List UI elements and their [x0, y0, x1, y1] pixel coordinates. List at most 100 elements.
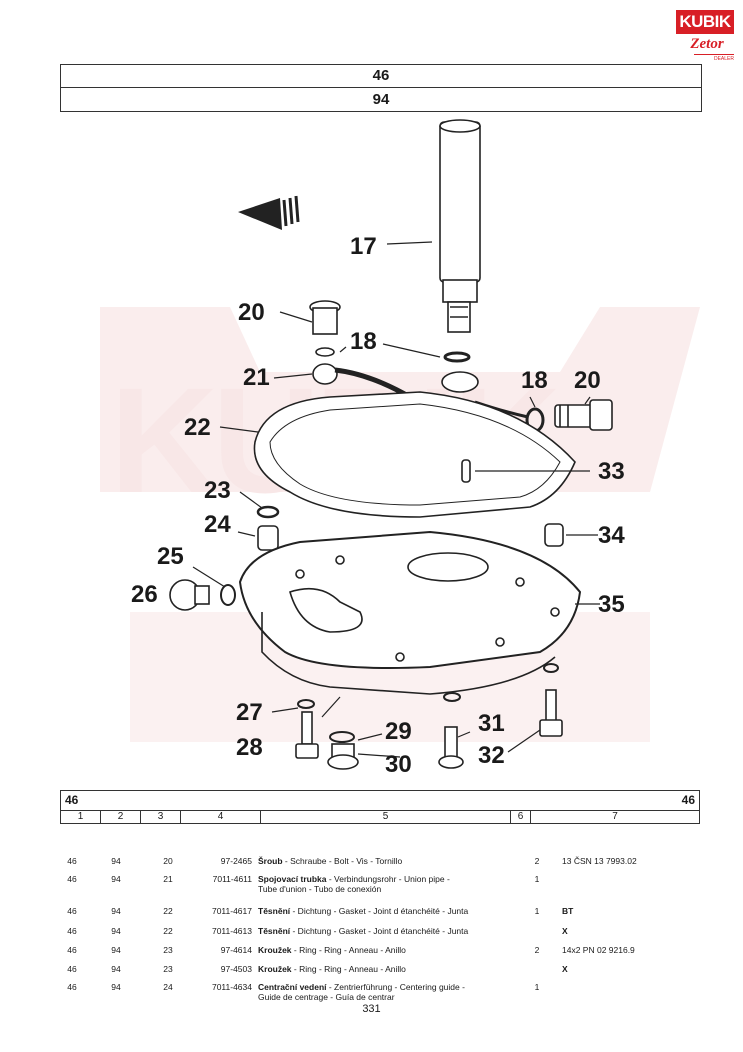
part-translations: - Schraube - Bolt - Vis - Tornillo [282, 856, 403, 866]
cell-position: 23 [163, 964, 173, 974]
note-text: 14x2 PN 02 9216.9 [562, 945, 635, 955]
banjo-bolt-part [554, 399, 613, 431]
column-header: 5 [261, 811, 511, 823]
banjo-bolt-part [309, 300, 341, 357]
part-translations: - Verbindungsrohr - Union pipe - [326, 874, 450, 884]
callout-23: 23 [204, 477, 231, 504]
cell-subgroup: 94 [111, 906, 121, 916]
cell-quantity: 1 [534, 906, 540, 916]
callout-18b: 18 [521, 367, 548, 394]
cell-description: Těsnění - Dichtung - Gasket - Joint d ét… [258, 906, 516, 916]
cell-quantity: 1 [534, 982, 540, 992]
plug-part [327, 743, 359, 770]
cell-part-number: 97-4503 [220, 964, 252, 974]
cell-description: Kroužek - Ring - Ring - Anneau - Anillo [258, 945, 516, 955]
cell-quantity: 1 [534, 874, 540, 884]
cell-subgroup: 94 [111, 945, 121, 955]
callout-22: 22 [184, 414, 211, 441]
part-name: Centrační vedení [258, 982, 327, 992]
cell-position: 24 [163, 982, 173, 992]
cell-quantity: 2 [534, 856, 540, 866]
drain-plug-part [169, 579, 236, 611]
part-translations-cont: Tube d'union - Tubo de conexión [258, 884, 382, 894]
cell-part-number: 97-4614 [220, 945, 252, 955]
direction-arrow-icon [238, 195, 300, 230]
note-text: 13 ČSN 13 7993.02 [562, 856, 637, 866]
cell-part-number: 7011-4613 [211, 926, 252, 936]
callout-27: 27 [236, 699, 263, 726]
cell-note: BT [562, 906, 700, 916]
cell-description: Centrační vedení - Zentrierführung - Cen… [258, 982, 516, 1002]
cell-group: 46 [67, 982, 77, 992]
callout-29: 29 [385, 718, 412, 745]
cell-note: 14x2 PN 02 9216.9 [562, 945, 700, 955]
cell-subgroup: 94 [111, 964, 121, 974]
callout-34: 34 [598, 522, 625, 549]
part-name: Šroub [258, 856, 283, 866]
callout-20b: 20 [574, 367, 601, 394]
callout-30: 30 [385, 751, 412, 778]
part-name: Kroužek [258, 945, 292, 955]
cell-group: 46 [67, 964, 77, 974]
cell-group: 46 [67, 874, 77, 884]
table-group-left: 46 [65, 793, 79, 807]
bolt-part [539, 689, 563, 737]
exploded-parts-diagram: KUBIK [100, 119, 700, 778]
cell-part-number: 7011-4611 [212, 874, 252, 884]
cell-note: 13 ČSN 13 7993.02 [562, 856, 700, 866]
cell-position: 22 [163, 906, 173, 916]
cell-part-number: 7011-4617 [211, 906, 252, 916]
callout-26: 26 [131, 581, 158, 608]
part-translations: - Dichtung - Gasket - Joint d étanchéité… [290, 906, 469, 916]
logo-zetor-text: Zetor [690, 36, 724, 52]
part-name: Těsnění [258, 926, 291, 936]
cell-position: 20 [163, 856, 173, 866]
callout-28: 28 [236, 734, 263, 761]
washer-part [443, 351, 471, 363]
cell-quantity: 2 [534, 945, 540, 955]
column-header: 6 [511, 811, 531, 823]
cell-group: 46 [67, 906, 77, 916]
seal-ring-part [329, 731, 355, 743]
cell-description: Spojovací trubka - Verbindungsrohr - Uni… [258, 874, 516, 894]
cell-position: 22 [163, 926, 173, 936]
cell-position: 21 [163, 874, 173, 884]
bolt-part [295, 711, 319, 759]
cell-part-number: 7011-4634 [211, 982, 252, 992]
logo-kubik-text: KUBIK [676, 10, 734, 34]
cell-group: 46 [67, 856, 77, 866]
callout-18a: 18 [350, 328, 377, 355]
washer-part [297, 699, 315, 709]
page-number: 331 [362, 1003, 381, 1015]
callout-24: 24 [204, 511, 231, 538]
callout-32: 32 [478, 742, 505, 769]
part-translations: - Dichtung - Gasket - Joint d étanchéité… [290, 926, 469, 936]
washer-part [443, 692, 461, 702]
part-translations-cont: Guide de centrage - Guía de centrar [258, 992, 395, 1002]
note-text: X [562, 964, 568, 974]
cell-subgroup: 94 [111, 874, 121, 884]
housing-plate-part [238, 530, 582, 695]
column-numbers: 1 2 3 4 5 6 7 [61, 810, 699, 823]
table-header: 46 46 1 2 3 4 5 6 7 [60, 790, 700, 824]
sleeve-part [544, 523, 564, 547]
washer-part [543, 663, 559, 673]
stud-part [438, 726, 464, 769]
part-translations: - Ring - Ring - Anneau - Anillo [291, 964, 406, 974]
cell-note: X [562, 964, 700, 974]
callout-35: 35 [598, 591, 625, 618]
cell-description: Těsnění - Dichtung - Gasket - Joint d ét… [258, 926, 516, 936]
callout-33: 33 [598, 458, 625, 485]
group-number: 46 [372, 67, 390, 84]
shaft-part [439, 119, 481, 333]
callout-20a: 20 [238, 299, 265, 326]
cell-note: X [562, 926, 700, 936]
cell-subgroup: 94 [111, 926, 121, 936]
column-header: 1 [61, 811, 101, 823]
group-header: 46 94 [60, 64, 702, 112]
logo-dealer-text: DEALER [694, 54, 734, 63]
cell-subgroup: 94 [111, 982, 121, 992]
column-header: 4 [181, 811, 261, 823]
callout-31: 31 [478, 710, 505, 737]
